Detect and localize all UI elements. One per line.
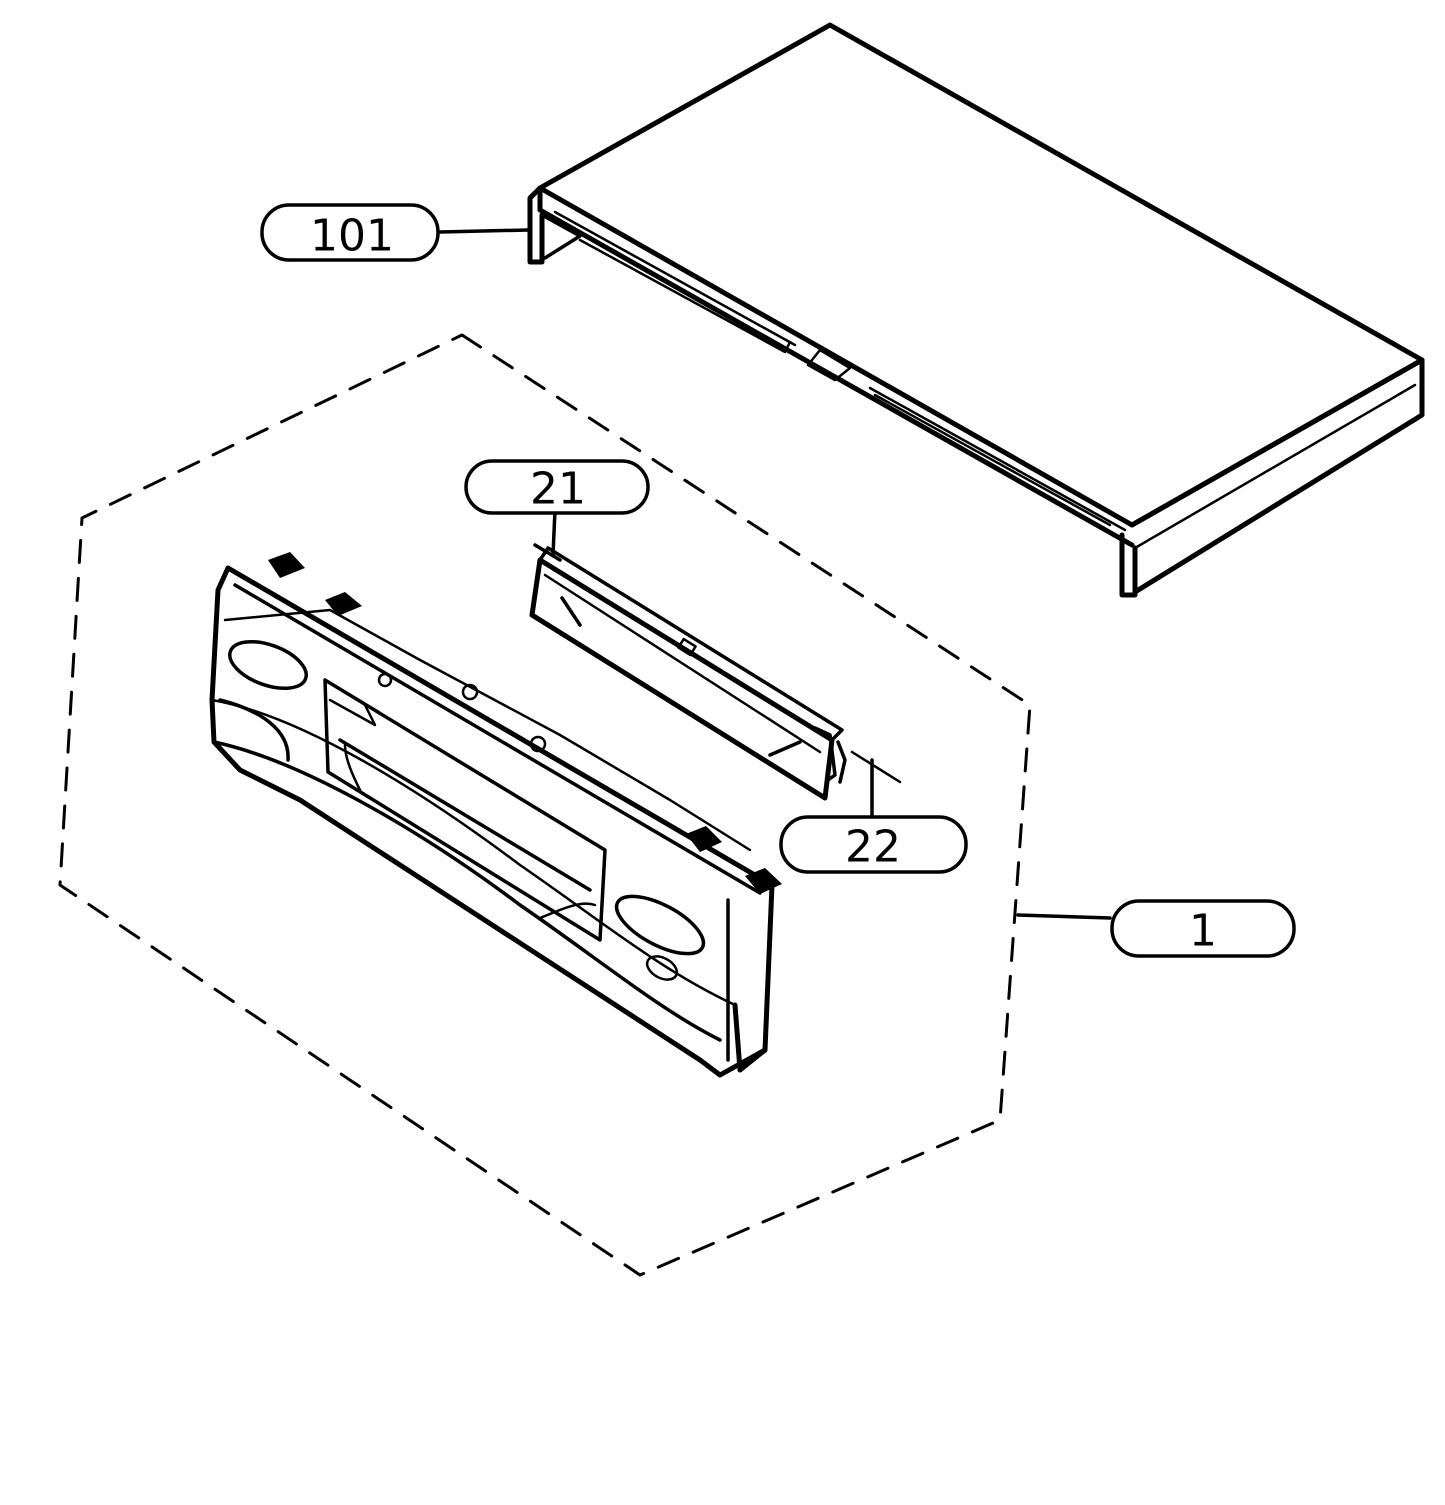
leader-lines [438, 228, 1112, 920]
top-cover [527, 22, 1425, 598]
callout-21: 21 [464, 459, 650, 515]
callout-1: 1 [1110, 899, 1296, 958]
front-panel-assembly-outline [58, 333, 1032, 1277]
callout-label: 1 [1189, 906, 1217, 957]
front-panel [209, 552, 782, 1078]
callout-label: 21 [530, 464, 586, 515]
display-window [529, 546, 847, 801]
callout-label: 101 [310, 211, 394, 262]
callout-101: 101 [260, 203, 440, 262]
callout-label: 22 [845, 822, 901, 873]
callout-22: 22 [779, 815, 968, 874]
